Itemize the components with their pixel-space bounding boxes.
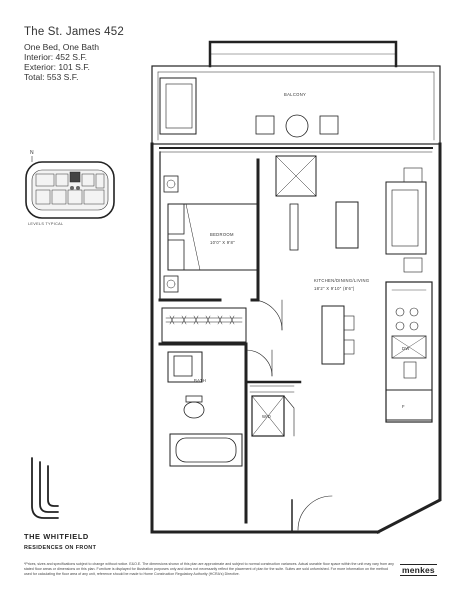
label-bedroom: BEDROOM [210,232,234,237]
key-plan-label: LEVELS TYPICAL [28,222,64,226]
label-kitchen-dims: 18'2" X 9'10" (8'6") [314,286,355,291]
brand-subtitle: RESIDENCES ON FRONT [24,545,97,551]
dining-table [321,305,345,365]
bed [167,203,259,271]
label-bedroom-dims: 10'0" X 9'8" [210,240,235,245]
total-area: Total: 553 S.F. [24,72,79,82]
brand-name: THE WHITFIELD [24,532,89,541]
exterior-wall-left [150,142,380,534]
kitchen-counter [385,281,433,423]
label-kitchen: KITCHEN/DINING/LIVING [314,278,369,283]
exterior-area: Exterior: 101 S.F. [24,62,90,72]
unit-type: One Bed, One Bath [24,42,100,52]
bathtub [169,433,243,467]
key-plan: N [25,150,115,219]
key-plan-outline [25,161,115,219]
vanity [167,351,203,383]
developer-logo: menkes [400,564,437,576]
disclaimer: *Prices, sizes and specifications subjec… [24,562,394,576]
key-plan-highlight-unit [69,171,81,183]
balcony-outline [151,65,441,145]
exterior-wall-right [375,142,442,535]
closet [161,307,247,343]
kitchen-sink [391,335,427,359]
north-marker: N [30,150,34,156]
washer-dryer-closet [251,395,285,437]
entry-door-swing [297,495,333,531]
fridge [385,389,433,421]
label-wd: W/D [262,414,271,419]
toilet [183,401,205,419]
shaft [275,155,317,197]
coffee-table [335,201,359,249]
label-bath: BATH [194,378,206,383]
label-dw: DW [402,346,410,351]
balcony-lounger [159,77,197,135]
balcony-table [285,114,309,138]
label-balcony: BALCONY [284,92,306,97]
interior-area: Interior: 452 S.F. [24,52,88,62]
unit-title: The St. James 452 [24,26,124,38]
tv-unit [289,203,299,251]
label-fridge: F [402,404,405,409]
whitfield-logo [31,457,59,519]
